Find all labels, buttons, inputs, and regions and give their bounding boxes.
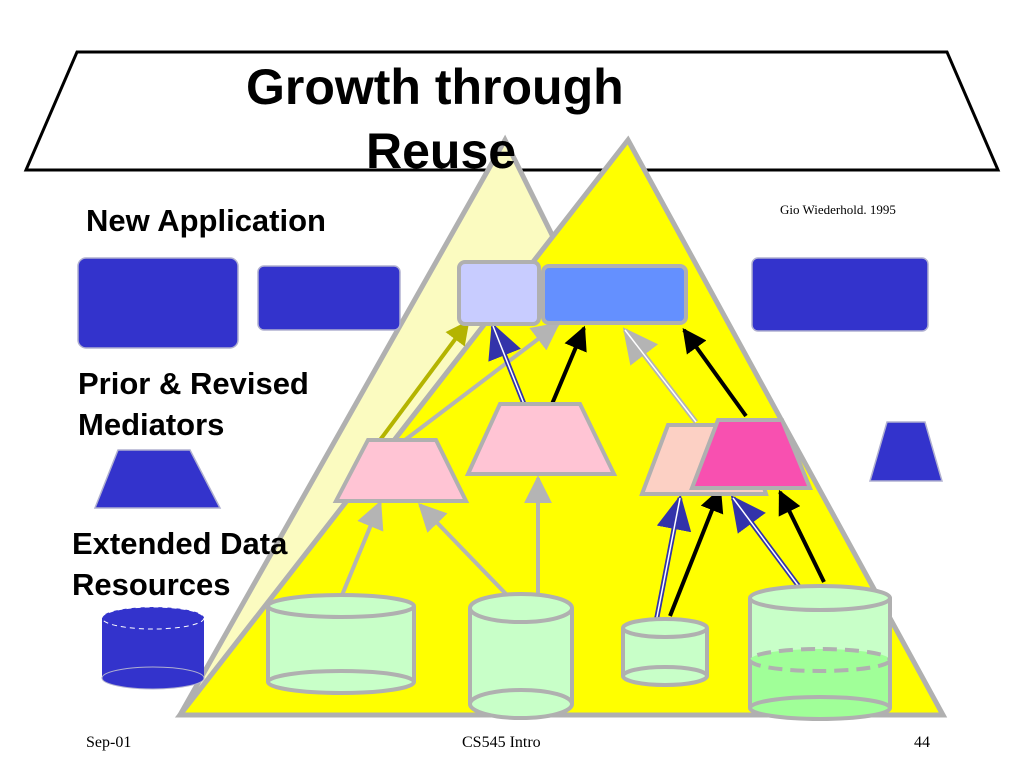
mediator-pink-2 <box>464 402 618 476</box>
title-banner <box>23 50 1001 172</box>
arrow-grey-3 <box>338 500 384 601</box>
arrow-grey-1 <box>403 322 561 442</box>
arrow-olive <box>378 320 470 442</box>
application-box-prior <box>457 260 541 326</box>
footer-page-number: 44 <box>914 734 930 751</box>
legend-database-icon <box>101 606 205 690</box>
title-line-1: Growth through <box>246 59 624 115</box>
arrow-grey-4 <box>418 502 508 596</box>
database-2 <box>468 592 574 720</box>
slide-title: Growth through Reuse <box>0 58 920 188</box>
database-4-extended <box>748 584 892 721</box>
credit-text: Gio Wiederhold. 1995 <box>780 202 896 217</box>
label-mediators-line-1: Prior & Revised <box>78 366 309 401</box>
footer-date: Sep-01 <box>86 734 132 751</box>
arrow-black-4 <box>778 489 826 583</box>
mediator-pink-1 <box>332 438 470 503</box>
title-line-2: Reuse <box>366 123 517 179</box>
mediator-blue-right <box>869 421 943 482</box>
arrow-black-3 <box>668 487 724 617</box>
mediator-hot-pink <box>689 418 813 490</box>
legend-application-box <box>77 257 239 349</box>
application-box-blue-3 <box>751 257 929 332</box>
arrow-black-1 <box>550 325 587 405</box>
database-1 <box>266 593 416 695</box>
label-new-application: New Application <box>86 203 326 238</box>
application-box-new <box>541 264 688 325</box>
label-resources-line-2: Resources <box>72 567 231 602</box>
label-resources-line-1: Extended Data <box>72 526 288 561</box>
application-box-blue-2 <box>257 265 401 331</box>
legend-mediator-shape <box>93 449 222 509</box>
database-3 <box>621 617 709 687</box>
footer-course: CS545 Intro <box>462 734 541 751</box>
dependency-arrows <box>338 320 826 623</box>
label-mediators-line-2: Mediators <box>78 407 225 442</box>
arrow-black-2 <box>682 328 748 418</box>
